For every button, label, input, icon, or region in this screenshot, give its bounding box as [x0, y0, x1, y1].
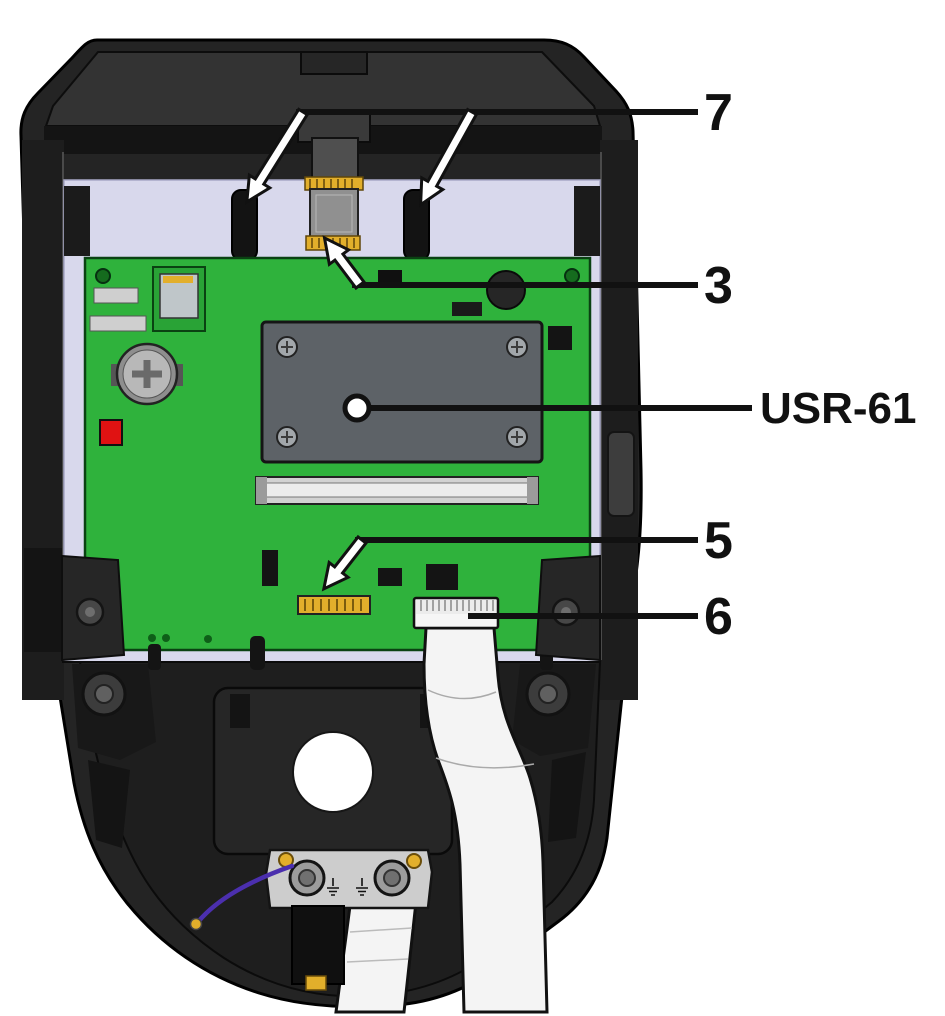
chassis-tab-3: [148, 644, 161, 670]
test-point-3: [204, 635, 212, 643]
chassis-tab-1: [250, 636, 265, 670]
bezel-center-slot: [300, 51, 368, 75]
contact-gold-upper-pins: [309, 179, 353, 188]
ribbon-cables: [334, 596, 549, 1014]
guide-posts: [231, 189, 430, 261]
callout-3-arrow: [322, 235, 367, 291]
module-screw-tl-slot: [281, 341, 293, 353]
ribbon-connector-pins: [420, 600, 494, 611]
gold-board-connector: [297, 595, 371, 615]
callout-5-label: 5: [704, 512, 733, 570]
mount-plate-assembly: [189, 848, 434, 991]
gold-connector-pins: [304, 599, 362, 611]
solenoid-box: [291, 905, 345, 985]
callout-5-arrow: [321, 534, 369, 592]
shield-module: [260, 320, 544, 464]
right-roller-hub: [538, 684, 558, 704]
contact-station-body: [309, 188, 359, 239]
corner-boss-left-hub: [85, 607, 95, 617]
long-connector-slot: [262, 482, 532, 498]
chip-near-buzzer: [452, 302, 482, 316]
ribbon-cable-left: [334, 900, 418, 1014]
interior-left-dark-block: [64, 186, 90, 256]
sd-card-pins: [163, 276, 193, 283]
contact-station-body-inset: [315, 194, 353, 233]
callout-usr61-target-dot: [342, 393, 372, 423]
callouts: 7 3 USR-61 5 6: [245, 84, 917, 646]
ribbon-cable-right: [422, 626, 549, 1014]
gold-terminal-right: [406, 853, 422, 869]
gold-connector-body: [297, 595, 371, 615]
board-label-sticker-2: [89, 315, 147, 332]
right-lever: [548, 752, 586, 842]
battery-clip-right: [174, 364, 183, 386]
red-component: [99, 419, 123, 446]
chip-lower-mid: [378, 568, 402, 586]
left-wall-hinge: [24, 548, 62, 652]
module-screw-tr-slot: [511, 341, 523, 353]
purple-wire-plug: [189, 917, 203, 931]
ground-symbol-right: [356, 878, 368, 896]
main-logic-board: [83, 256, 592, 652]
long-edge-connector: [255, 476, 539, 505]
card-contact-station: [297, 111, 371, 251]
module-screw-bl-slot: [281, 431, 293, 443]
callout-7-arrow-right: [418, 107, 479, 208]
ground-symbol-left: [327, 878, 339, 896]
left-roller-hub: [94, 684, 114, 704]
test-point-2: [162, 634, 170, 642]
center-hole: [292, 731, 374, 813]
long-connector-end-right: [527, 477, 538, 504]
shield-module-body: [260, 320, 544, 464]
callout-3-label: 3: [704, 257, 733, 315]
test-point-1: [148, 634, 156, 642]
module-screw-br-slot: [511, 431, 523, 443]
plate-screw-right-hub: [383, 869, 401, 887]
chip-lower-right: [426, 564, 458, 590]
ribbon-right-crease-2: [435, 757, 535, 769]
pcb-screw-top-right: [564, 268, 580, 284]
pcb-screw-top-left: [95, 268, 111, 284]
callout-usr61-label: USR-61: [760, 384, 917, 433]
plate-screw-left-hub: [298, 869, 316, 887]
callout-7-label: 7: [704, 84, 733, 142]
ribbon-left-crease-2: [346, 958, 409, 963]
interior-right-dark-block: [574, 186, 600, 256]
right-wall-tab: [607, 431, 635, 517]
solenoid-gold-pad: [305, 975, 327, 991]
chip-lower-left: [262, 550, 278, 586]
board-label-sticker-1: [93, 287, 139, 304]
battery-cross-slot: [132, 360, 162, 388]
coin-cell-battery: [111, 342, 183, 406]
long-connector-end-left: [256, 477, 267, 504]
ribbon-left-crease-1: [349, 927, 413, 933]
purple-wire: [195, 863, 295, 925]
contact-station-block: [311, 137, 359, 181]
buzzer: [486, 270, 526, 310]
left-lever: [88, 760, 130, 848]
callout-7-arrow-left: [245, 107, 310, 205]
chip-right-of-module: [548, 326, 572, 350]
guide-post-left: [231, 189, 258, 261]
battery-clip-left: [111, 364, 120, 386]
chip-top-center: [378, 270, 402, 285]
center-panel-notch-left: [230, 694, 250, 728]
right-side-wall: [600, 140, 638, 700]
ribbon-right-crease-1: [427, 689, 497, 700]
callout-6-label: 6: [704, 588, 733, 646]
